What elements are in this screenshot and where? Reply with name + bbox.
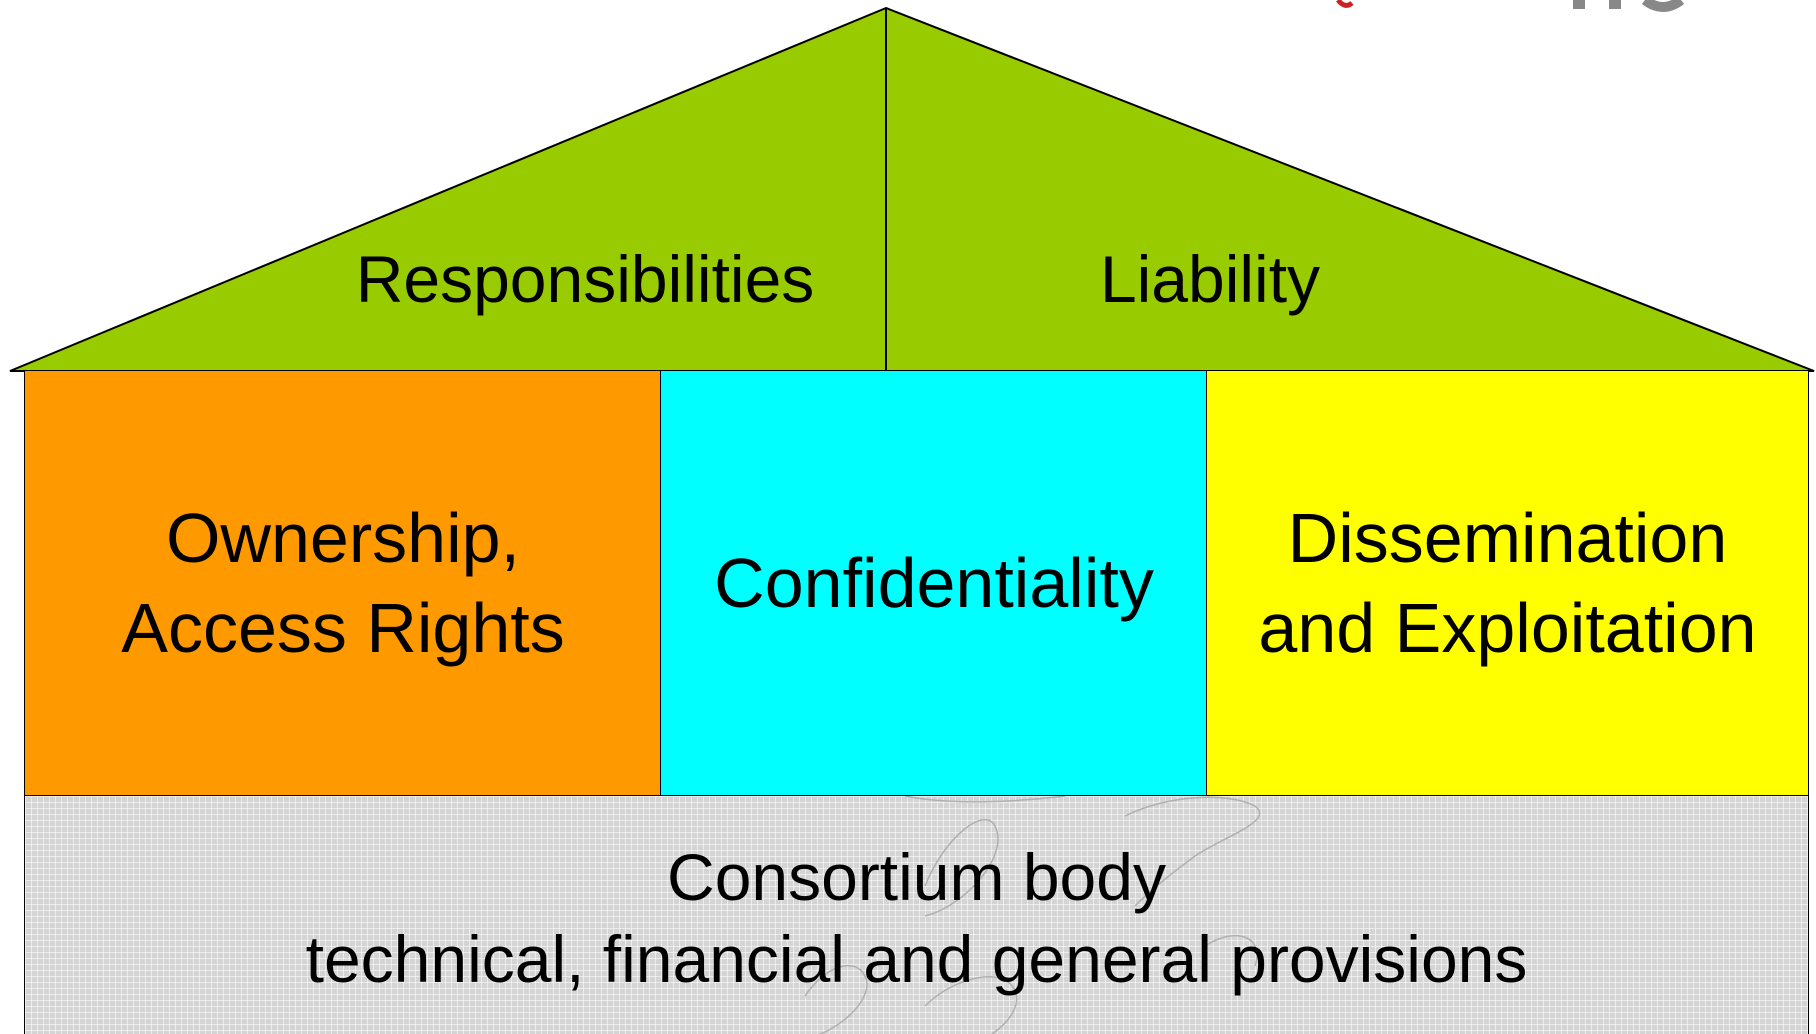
pillar-ownership-line1: Ownership, xyxy=(165,499,521,577)
pillar-ownership-text: Ownership, Access Rights xyxy=(121,493,564,673)
foundation-watermark xyxy=(804,796,1261,1034)
pillar-confidentiality-line1: Confidentiality xyxy=(714,544,1154,622)
pillar-dissemination-line2: and Exploitation xyxy=(1258,589,1757,667)
roof-triangle xyxy=(9,6,1815,372)
pillar-dissemination-exploitation: Dissemination and Exploitation xyxy=(1206,370,1809,796)
roof xyxy=(9,6,1815,372)
logo-fragment-icon xyxy=(1336,0,1685,12)
foundation-line1: Consortium body xyxy=(667,840,1166,914)
pillar-ownership-line2: Access Rights xyxy=(121,589,565,667)
pillar-confidentiality: Confidentiality xyxy=(660,370,1208,796)
pillar-ownership-access-rights: Ownership, Access Rights xyxy=(24,370,662,796)
roof-label-liability: Liability xyxy=(1099,242,1321,316)
foundation-consortium-body: Consortium body technical, financial and… xyxy=(24,795,1809,1034)
pillar-dissemination-line1: Dissemination xyxy=(1287,499,1728,577)
roof-label-responsibilities: Responsibilities xyxy=(355,242,815,316)
pillar-dissemination-text: Dissemination and Exploitation xyxy=(1258,493,1756,673)
pillar-confidentiality-text: Confidentiality xyxy=(714,538,1154,628)
foundation-line2: technical, financial and general provisi… xyxy=(305,922,1528,996)
